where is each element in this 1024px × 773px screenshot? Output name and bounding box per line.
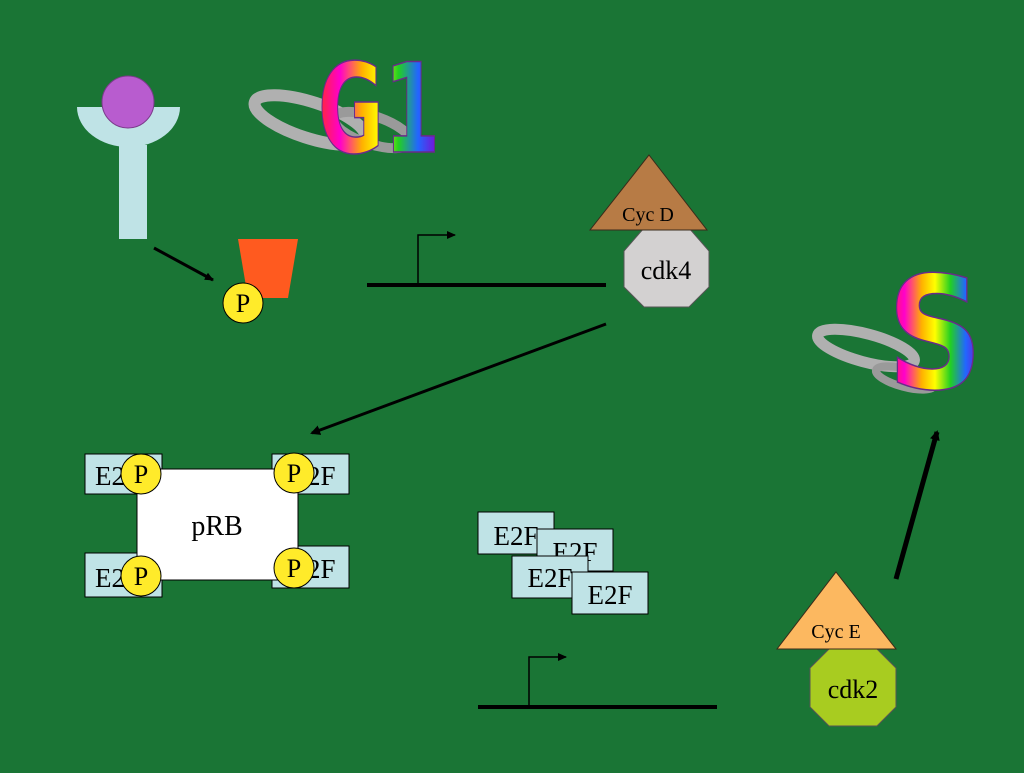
signaling-kinase: P bbox=[222, 239, 298, 324]
e2f-partial-top-left: E2 bbox=[95, 461, 125, 491]
cdk2-to-s-phase-arrow bbox=[893, 430, 940, 580]
receptor-to-kinase-arrow bbox=[153, 246, 214, 282]
cdk2-octagon bbox=[809, 648, 897, 727]
promoter-arrow-lower bbox=[528, 653, 567, 705]
phase-s-title: S bbox=[812, 242, 984, 426]
cyce-cdk2-complex: cdk2 Cyc E bbox=[775, 571, 898, 727]
phosphate-circle bbox=[273, 547, 315, 589]
phase-s-label: S bbox=[887, 243, 983, 425]
phosphate-circle bbox=[222, 282, 264, 324]
cyclin-d-gene bbox=[367, 231, 606, 287]
prb-label: pRB bbox=[191, 511, 242, 542]
prb-box bbox=[136, 468, 299, 581]
e2f-label: E2F bbox=[587, 580, 632, 610]
cycd-cdk4-complex: cdk4 Cyc D bbox=[588, 154, 710, 308]
cyclin-e-gene bbox=[478, 653, 717, 709]
cdk4-to-prb-arrow bbox=[310, 322, 607, 435]
phase-g1-label: G1 bbox=[318, 38, 440, 182]
phosphate-label: P bbox=[287, 459, 301, 488]
prb-e2f-complex: E2 E2 2F 2F pRB P P P P bbox=[84, 452, 350, 598]
promoter-arrow-upper bbox=[417, 231, 456, 283]
cyc-e-triangle bbox=[775, 571, 898, 650]
phase-g1-title: G1 bbox=[248, 37, 441, 183]
e2f-label: E2F bbox=[493, 521, 538, 551]
phosphate-circle bbox=[273, 452, 315, 494]
phosphate-circle bbox=[120, 555, 162, 597]
e2f-label: E2F bbox=[527, 563, 572, 593]
receptor bbox=[77, 75, 180, 239]
cdk4-label: cdk4 bbox=[641, 256, 692, 285]
phosphate-label: P bbox=[236, 289, 250, 318]
phosphate-label: P bbox=[287, 554, 301, 583]
phosphate-label: P bbox=[134, 562, 148, 591]
cdk4-octagon bbox=[623, 227, 710, 308]
phosphate-label: P bbox=[134, 460, 148, 489]
free-e2f-stack: E2F E2F E2F E2F bbox=[477, 511, 649, 615]
e2f-box bbox=[571, 571, 649, 615]
receptor-stem bbox=[119, 145, 147, 239]
ligand bbox=[101, 75, 155, 129]
cyc-d-label: Cyc D bbox=[622, 204, 674, 226]
phosphate-circle bbox=[120, 453, 162, 495]
e2f-partial-bottom-left: E2 bbox=[95, 563, 125, 593]
cyc-e-label: Cyc E bbox=[811, 621, 860, 643]
kinase-wedge bbox=[238, 239, 298, 298]
cdk2-label: cdk2 bbox=[828, 675, 879, 704]
cyc-d-triangle bbox=[588, 154, 709, 231]
